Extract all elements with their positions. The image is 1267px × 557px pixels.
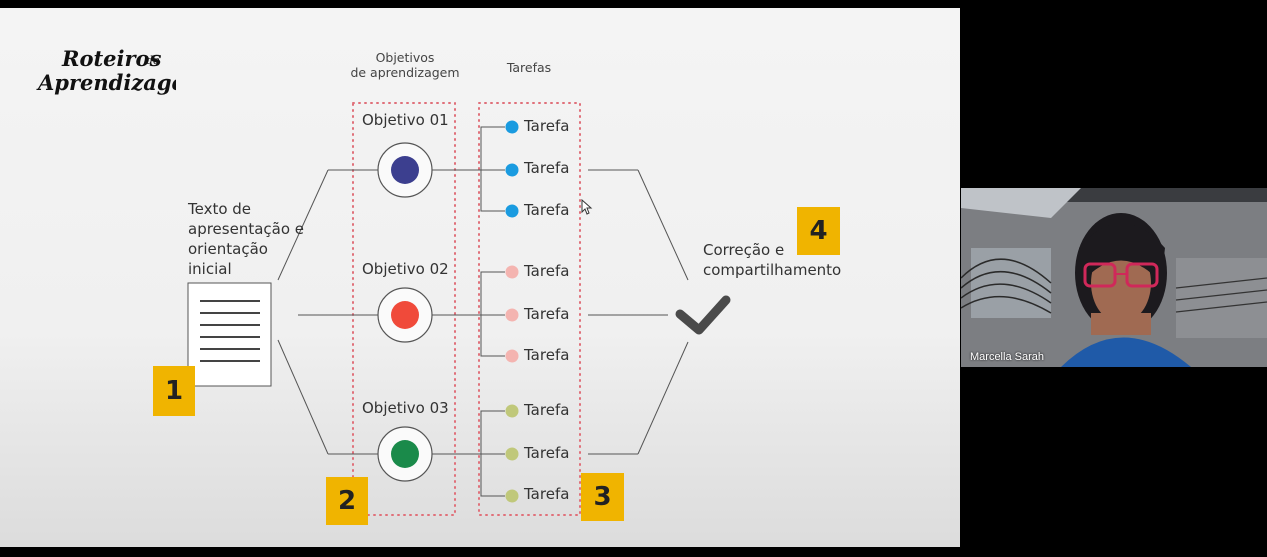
task-label: Tarefa xyxy=(524,346,570,364)
task-label: Tarefa xyxy=(524,485,570,503)
task-dot xyxy=(505,308,519,322)
task-label: Tarefa xyxy=(524,444,570,462)
task-dot xyxy=(505,163,519,177)
badge-3: 3 xyxy=(581,473,624,521)
badge-4: 4 xyxy=(797,207,840,255)
task-label: Tarefa xyxy=(524,201,570,219)
objectives-column-header: Objetivos de aprendizagem xyxy=(350,50,460,80)
svg-text:Roteiros: Roteiros xyxy=(61,46,162,71)
task-dot xyxy=(505,204,519,218)
task-dot xyxy=(505,349,519,363)
task-dot xyxy=(505,120,519,134)
connector-lines xyxy=(277,126,689,497)
task-dot xyxy=(505,489,519,503)
svg-text:Aprendizagem: Aprendizagem xyxy=(36,70,176,95)
participant-video-tile[interactable]: Marcella Sarah xyxy=(961,188,1267,367)
objective-label-3: Objetivo 03 xyxy=(362,399,449,417)
badge-1: 1 xyxy=(153,366,195,416)
task-dot xyxy=(505,404,519,418)
objectives-dotted-box xyxy=(352,102,456,516)
objective-circle-2 xyxy=(377,287,433,343)
document-icon xyxy=(187,282,272,387)
task-label: Tarefa xyxy=(524,159,570,177)
task-dot xyxy=(505,265,519,279)
intro-text: Texto de apresentação e orientação inici… xyxy=(188,200,305,278)
task-label: Tarefa xyxy=(524,117,570,135)
objective-label-1: Objetivo 01 xyxy=(362,111,449,129)
presentation-slide: Roteiros de Aprendizagem Objetivos de ap… xyxy=(0,8,960,547)
svg-text:de: de xyxy=(146,54,160,67)
learning-roadmap-diagram xyxy=(0,8,960,547)
task-label: Tarefa xyxy=(524,305,570,323)
tasks-column-header: Tarefas xyxy=(506,60,552,75)
objective-circle-3 xyxy=(377,426,433,482)
task-label: Tarefa xyxy=(524,262,570,280)
mouse-cursor-icon xyxy=(581,199,593,215)
correction-text: Correção e compartilhamento xyxy=(703,241,842,279)
participant-video-feed xyxy=(961,188,1267,367)
tasks-dotted-box xyxy=(478,102,581,516)
objective-label-2: Objetivo 02 xyxy=(362,260,449,278)
task-dot xyxy=(505,447,519,461)
roteiros-de-aprendizagem-logo: Roteiros de Aprendizagem xyxy=(36,46,176,95)
checkmark-icon xyxy=(675,295,731,335)
badge-2: 2 xyxy=(326,477,368,525)
task-label: Tarefa xyxy=(524,401,570,419)
participant-name: Marcella Sarah xyxy=(970,351,1044,363)
objective-circle-1 xyxy=(377,142,433,198)
